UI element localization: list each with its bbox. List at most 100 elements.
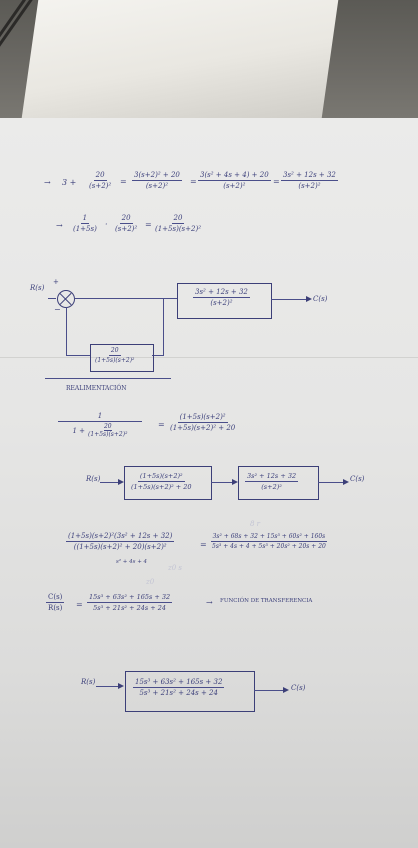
denominator: R(s) [48,604,63,612]
input-line [48,298,56,300]
step2-frac2: 20 (s+2)² [113,214,139,233]
plus-sign: + [53,278,59,286]
equals-sign: = [273,177,280,186]
denominator: (s+2)² [298,182,321,190]
input-label: R(s) [30,284,45,292]
final-transfer-block [125,671,255,712]
denominator: 5s³ + 21s² + 24s + 24 [139,689,218,697]
arrow-head-icon [118,479,124,485]
equals-sign: = [158,420,165,429]
series-product-lhs: (1+5s)(s+2)²(3s² + 12s + 32) ((1+5s)(s+2… [66,532,175,551]
step1-frac1: 20 (s+2)² [87,171,113,190]
output-label: C(s) [350,475,365,483]
denominator: 5s³ + 4s + 4 + 5s³ + 20s² + 20s + 20 [212,543,326,550]
times-sign: · [105,220,108,229]
equals-sign: = [145,220,152,229]
den-lead: 1 + [72,426,86,435]
numerator: C(s) [46,593,65,603]
signal-line [96,686,118,688]
transfer-rhs: 15s³ + 63s² + 165s + 32 5s³ + 21s² + 24s… [87,593,173,612]
expansion-note: s² + 4s + 4 [116,559,148,565]
minus-sign: − [54,305,61,314]
denominator: (1+5s)(s+2)² [95,357,135,364]
denominator: (s+2)² [223,182,246,190]
denominator: (s+2)² [145,182,169,190]
signal-line [100,482,118,484]
input-label: R(s) [86,475,101,483]
denominator: (1+5s)(s+2)² + 20 [170,424,236,432]
denominator: (1+5s)(s+2)² [155,225,202,233]
numerator: 3s² + 68s + 32 + 15s³ + 60s² + 160s [210,533,328,542]
arrow-head-icon [343,479,349,485]
denominator: (s+2)² [210,299,233,307]
numerator: 1 [80,214,90,224]
denominator: 1 + 20 (1+5s)(s+2)² [71,422,130,438]
feedback-caption: REALIMENTACIÓN [66,385,127,392]
feedback-takeoff-line [163,298,165,356]
numerator: 3(s² + 4s + 4) + 20 [198,171,271,181]
numerator: 20 [108,347,121,356]
output-label: C(s) [291,684,306,692]
numerator: (1+5s)(s+2)² [177,413,228,423]
step1-frac3: 3(s² + 4s + 4) + 20 (s+2)² [198,171,271,190]
numerator: 15s³ + 63s² + 165s + 32 [133,678,225,688]
input-label: R(s) [81,678,96,686]
series-product-rhs: 3s² + 68s + 32 + 15s³ + 60s² + 160s 5s³ … [210,533,328,550]
numerator: 3s² + 12s + 32 [193,288,250,298]
equals-sign: = [200,540,207,549]
feedback-line [152,355,164,357]
numerator: 20 [93,171,107,181]
numerator: 20 [171,214,185,224]
output-line [318,482,344,484]
paper-fold [0,357,418,358]
step1-frac2: 3(s+2)² + 20 (s+2)² [132,171,182,190]
light-reflection [21,0,339,118]
equals-sign: = [120,177,127,186]
numerator: 20 [103,423,112,431]
transfer-caption: FUNCIÓN DE TRANSFERENCIA [220,598,313,604]
feedback-line [66,355,90,357]
denominator: ((1+5s)(s+2)² + 20)(s+2)² [73,543,167,551]
forward-transfer: 3s² + 12s + 32 (s+2)² [193,288,250,307]
equals-sign: = [190,177,197,186]
numerator: (1+5s)(s+2)²(3s² + 12s + 32) [66,532,175,542]
bleed-through-text: 8 r [250,520,261,528]
numerator: 1 [58,412,142,422]
step1-lead: 3 + [62,178,77,187]
feedback-line [66,307,68,356]
transfer-lhs: C(s) R(s) [46,593,65,612]
numerator: 20 [119,214,133,224]
closed-loop-rhs: (1+5s)(s+2)² (1+5s)(s+2)² + 20 [168,413,237,432]
feedback-transfer: 20 (1+5s)(s+2)² [93,347,136,364]
bleed-through-text: z0 s [168,564,182,572]
output-line [271,299,307,301]
arrow-head-icon [232,479,238,485]
closed-loop-lhs: 1 1 + 20 (1+5s)(s+2)² [58,412,142,438]
arrow-marker: → [44,178,51,187]
arrow-marker: → [56,221,63,230]
block-1-transfer: (1+5s)(s+2)² (1+5s)(s+2)² + 20 [129,472,194,491]
denominator: (1+5s) [73,225,97,233]
step2-frac1: 1 (1+5s) [71,214,99,233]
output-label: C(s) [313,295,328,303]
denominator: 5s³ + 21s² + 24s + 24 [93,604,167,612]
numerator: 3s² + 12s + 32 [281,171,338,181]
denominator: (s+2)² [115,225,138,233]
block-2-transfer: 3s² + 12s + 32 (s+2)² [245,472,299,491]
arrow-head-icon [306,296,312,302]
numerator: 15s³ + 63s² + 165s + 32 [87,593,173,603]
equals-sign: = [76,600,83,609]
numerator: 3(s+2)² + 20 [132,171,182,181]
arrow-head-icon [283,687,289,693]
forward-block [177,283,272,319]
step1-frac4: 3s² + 12s + 32 (s+2)² [281,171,338,190]
output-line [254,690,284,692]
numerator: 3s² + 12s + 32 [245,472,299,482]
denominator: (1+5s)(s+2)² + 20 [131,483,192,491]
signal-line [211,482,233,484]
denominator: (s+2)² [89,182,112,190]
signal-line [75,298,177,300]
inner-fraction: 20 (1+5s)(s+2)² [88,423,127,438]
caption-bracket [45,378,171,379]
denominator: (s+2)² [261,483,282,491]
